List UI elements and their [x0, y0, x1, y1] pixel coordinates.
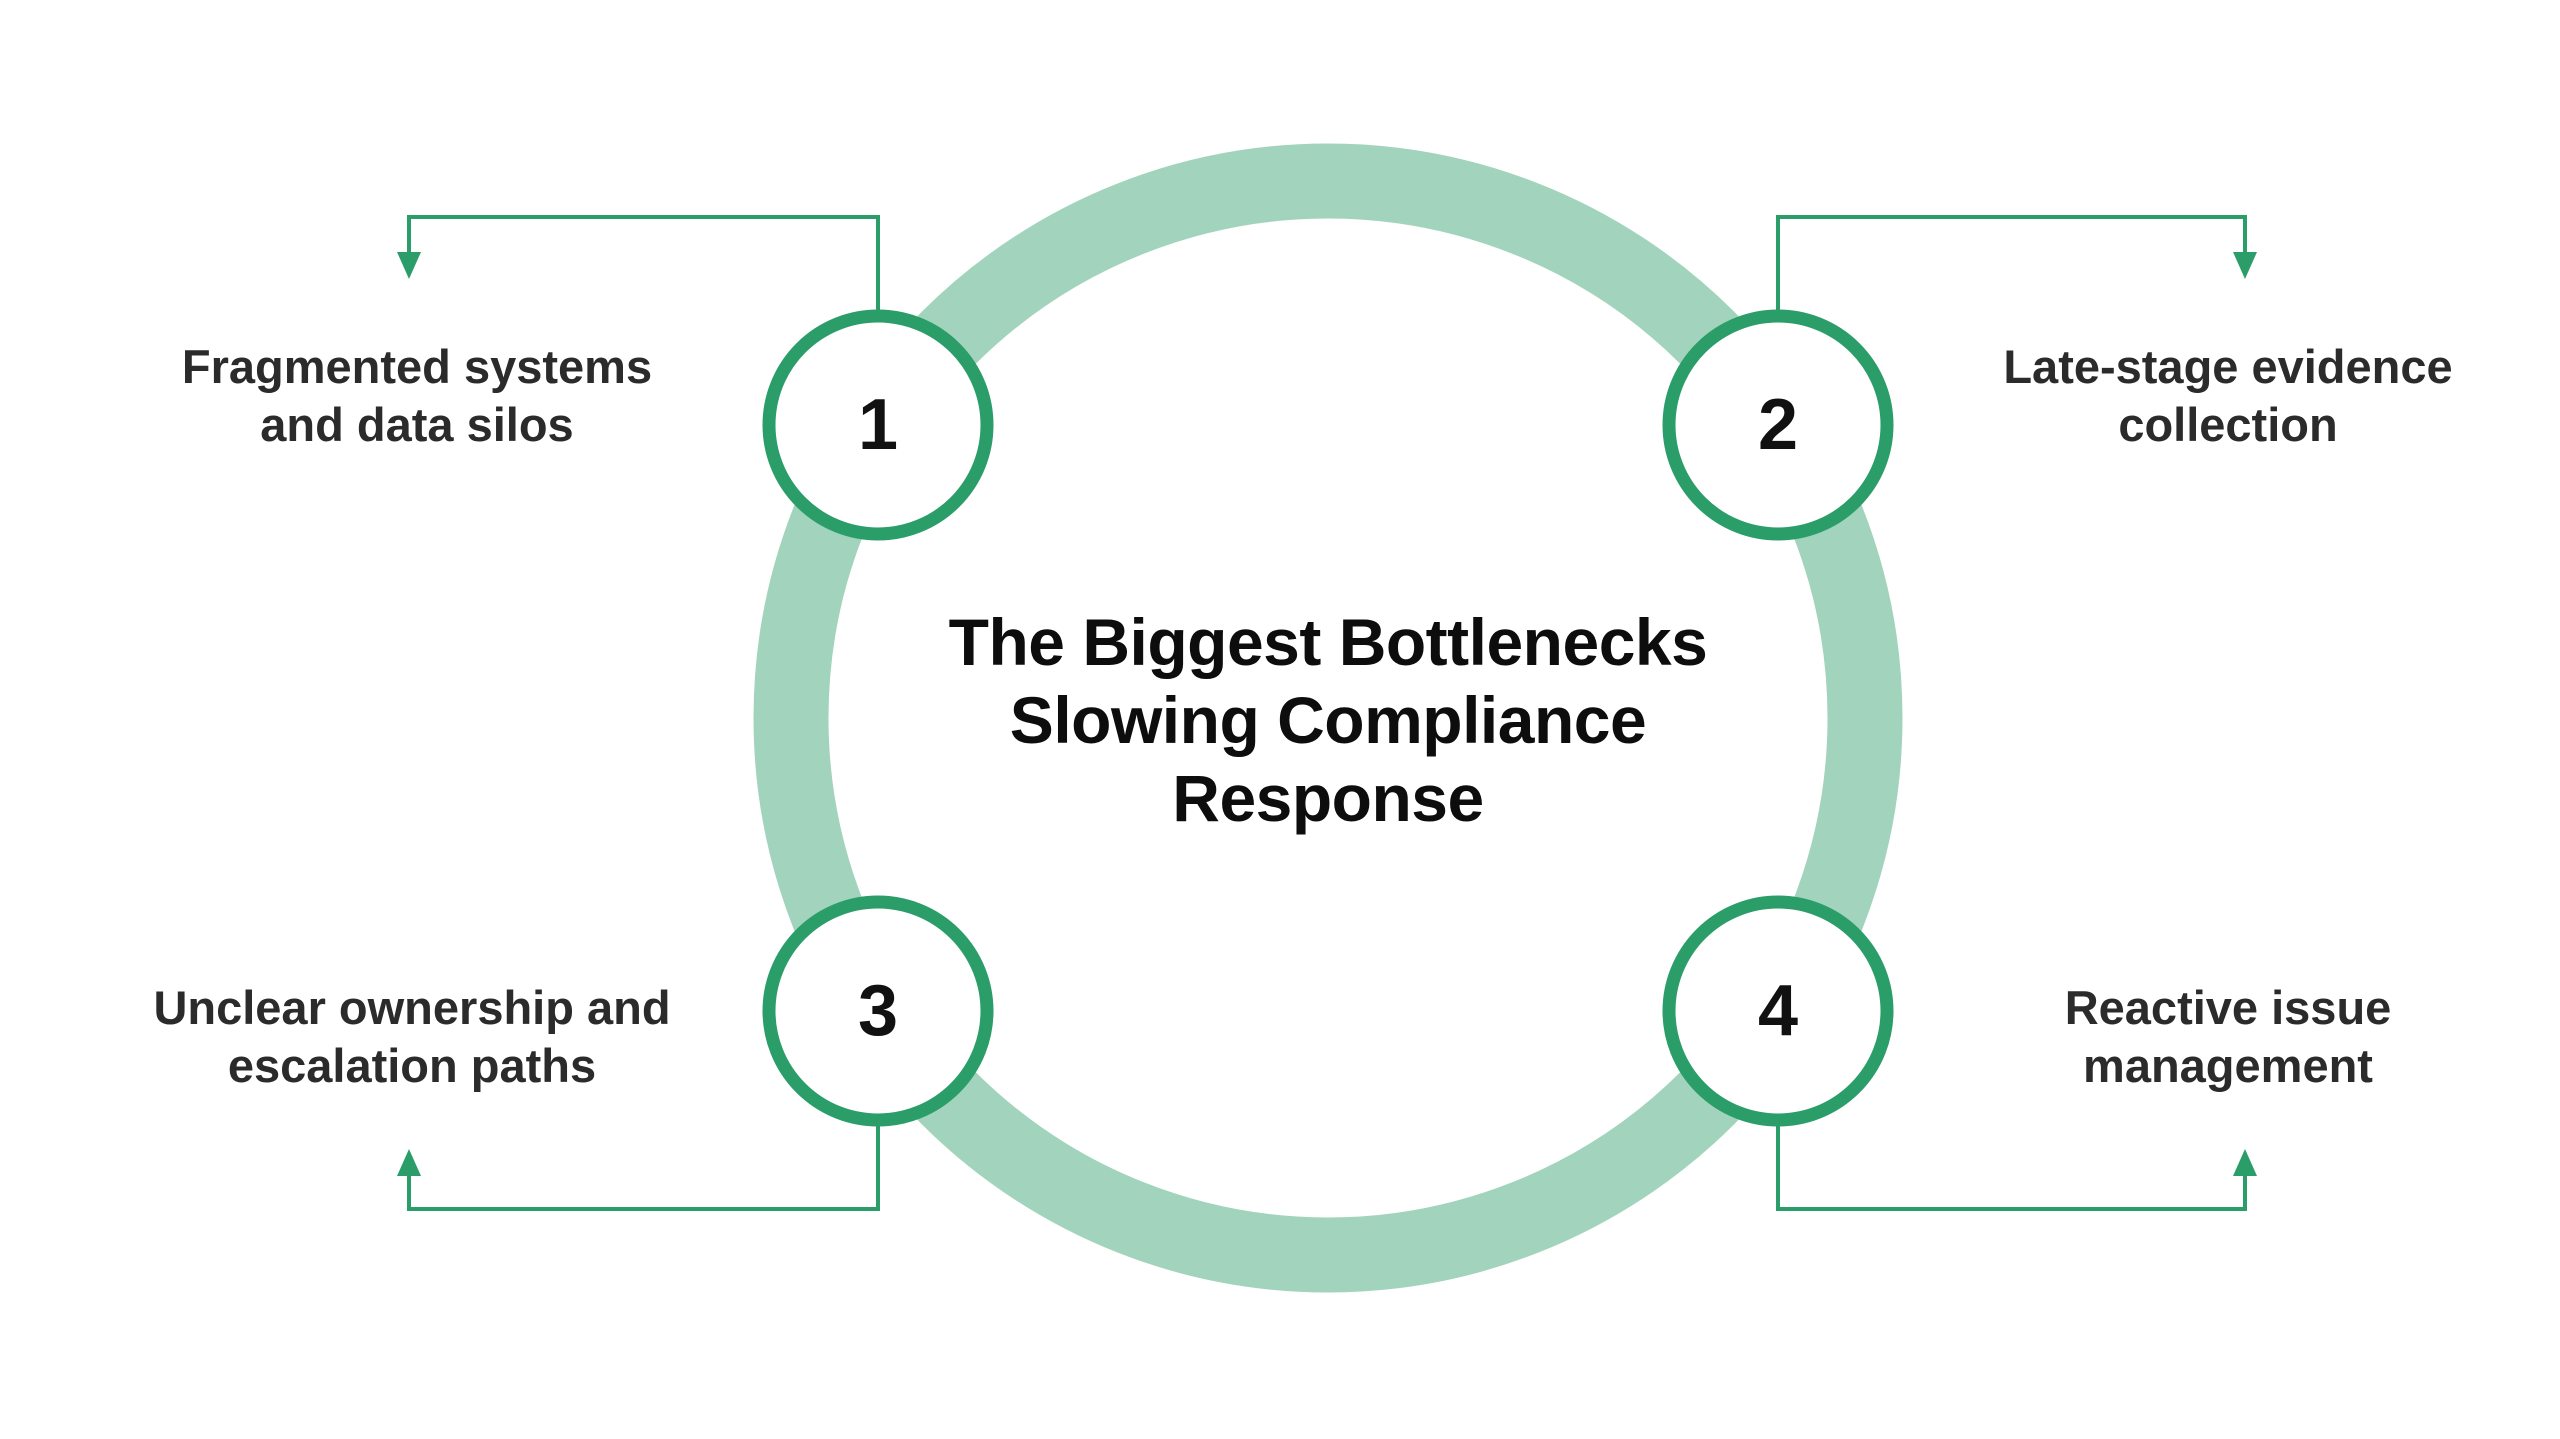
- arrow-down-icon: [397, 252, 421, 279]
- label-line: Reactive issue: [2064, 981, 2392, 1034]
- title-line-1: The Biggest Bottlenecks: [948, 605, 1708, 679]
- arrow-down-icon: [2233, 252, 2257, 279]
- node-number-2: 2: [1757, 385, 1799, 465]
- connector-line: [407, 1125, 880, 1211]
- node-number-3: 3: [857, 971, 899, 1051]
- connector-bracket-top-right: [1776, 215, 2257, 312]
- node-circle-4: [1662, 895, 1894, 1127]
- label-line: Late-stage evidence: [2003, 340, 2453, 393]
- label-line: Fragmented systems: [181, 340, 653, 393]
- node-circle-3: [762, 895, 994, 1127]
- connector-bracket-top-left: [397, 215, 880, 312]
- node-label-4: Reactive issue management: [1908, 979, 2548, 1095]
- label-line: and data silos: [260, 398, 574, 451]
- title-line-3: Response: [1172, 761, 1484, 835]
- node-number-1: 1: [857, 385, 899, 465]
- arrow-up-icon: [2233, 1149, 2257, 1176]
- node-circle-2: [1662, 309, 1894, 541]
- label-line: collection: [2118, 398, 2338, 451]
- arrow-up-icon: [397, 1149, 421, 1176]
- connector-bracket-bottom-left: [397, 1125, 880, 1211]
- node-label-1: Fragmented systems and data silos: [97, 338, 737, 454]
- node-label-2: Late-stage evidence collection: [1908, 338, 2548, 454]
- connector-line: [407, 215, 880, 312]
- node-number-4: 4: [1757, 971, 1799, 1051]
- ring-background: [753, 143, 1903, 1293]
- node-label-3: Unclear ownership and escalation paths: [92, 979, 732, 1095]
- label-line: escalation paths: [227, 1039, 597, 1092]
- connector-bracket-bottom-right: [1776, 1125, 2257, 1211]
- connector-line: [1776, 1125, 2247, 1211]
- label-line: Unclear ownership and: [153, 981, 671, 1034]
- label-line: management: [2083, 1039, 2373, 1092]
- node-circle-1: [762, 309, 994, 541]
- title-line-2: Slowing Compliance: [1009, 683, 1647, 757]
- diagram-title: The Biggest Bottlenecks Slowing Complian…: [848, 603, 1808, 837]
- connector-line: [1776, 215, 2247, 312]
